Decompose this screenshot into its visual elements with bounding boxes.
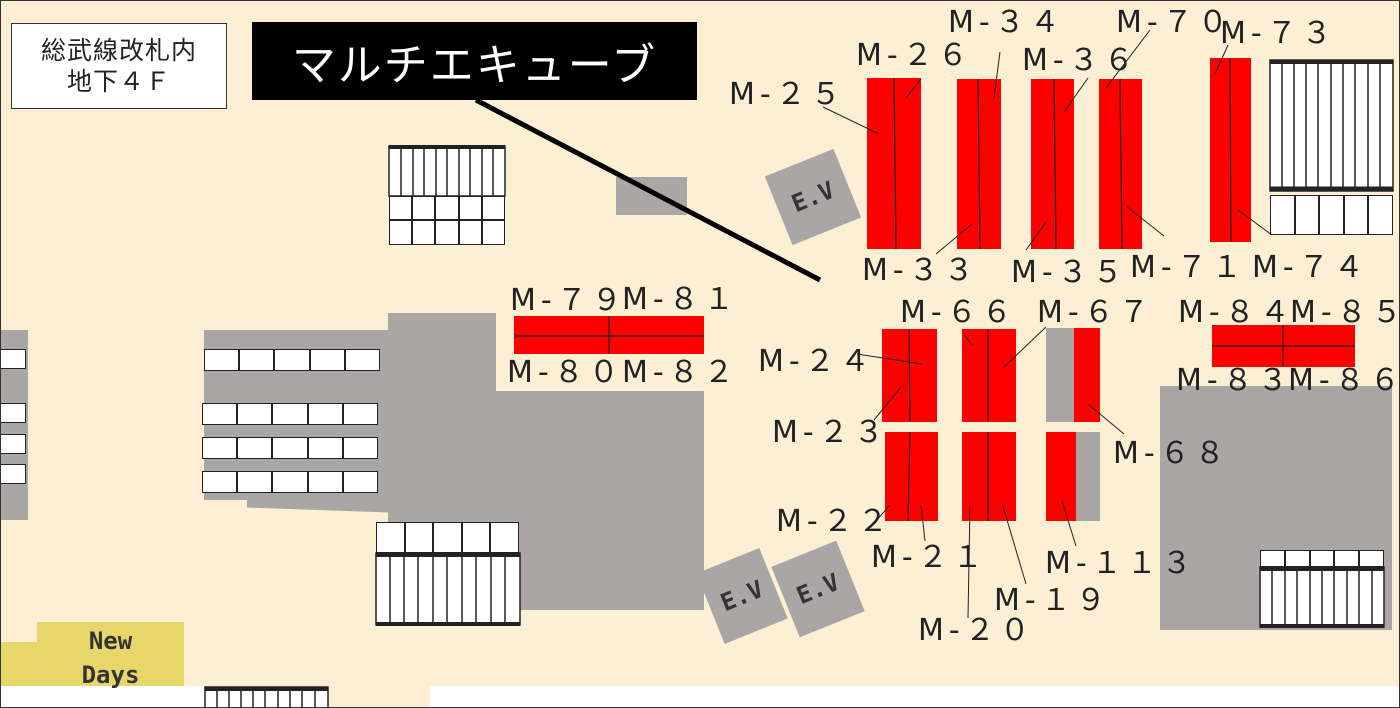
- label-m21: M-２１: [871, 540, 988, 575]
- label-m23: M-２３: [772, 415, 889, 450]
- locker-row: [389, 196, 506, 220]
- striped-locker-bank: [1259, 566, 1385, 628]
- label-m68: M-６８: [1113, 436, 1230, 471]
- label-m25: M-２５: [729, 77, 846, 112]
- label-m34: M-３４: [948, 5, 1065, 40]
- striped-locker-bank: [388, 145, 506, 197]
- location-label: 総武線改札内 地下４Ｆ: [11, 23, 227, 109]
- label-m22: M-２２: [776, 504, 893, 539]
- label-m80: M-８０: [507, 355, 624, 390]
- locker-row: [389, 220, 506, 245]
- newdays-line1: New: [88, 627, 133, 655]
- area-title: マルチエキューブ: [252, 22, 697, 100]
- spot-m19-m20[interactable]: [962, 432, 1016, 521]
- m68-block: [1046, 328, 1074, 422]
- label-m36: M-３６: [1022, 43, 1139, 78]
- label-m85: M-８５: [1290, 295, 1400, 330]
- label-m70: M-７０: [1116, 5, 1233, 40]
- label-m33: M-３３: [862, 253, 979, 288]
- title-pointer-line: [474, 97, 822, 283]
- gate-row: [202, 403, 379, 425]
- spot-dividers: [514, 57, 1355, 522]
- label-m73: M-７３: [1220, 16, 1337, 51]
- label-m81: M-８１: [622, 282, 739, 317]
- locker-row: [376, 522, 519, 553]
- label-m19: M-１９: [994, 583, 1111, 618]
- label-m79: M-７９: [510, 283, 627, 318]
- label-m24: M-２４: [758, 344, 875, 379]
- label-m84: M-８４: [1178, 295, 1295, 330]
- striped-locker-bank: [1269, 59, 1394, 192]
- location-label-line2: 地下４Ｆ: [66, 67, 171, 96]
- label-m20: M-２０: [918, 613, 1035, 648]
- label-m74: M-７４: [1252, 250, 1369, 285]
- label-m26: M-２６: [856, 38, 973, 73]
- newdays-label: New Days: [37, 624, 184, 692]
- locker-row: [1260, 550, 1384, 567]
- gate-row: [202, 471, 379, 493]
- label-m86: M-８６: [1288, 363, 1400, 398]
- m113-block: [1076, 432, 1100, 521]
- label-m35: M-３５: [1011, 255, 1128, 290]
- map-bottom-edge: [430, 686, 1400, 708]
- central-concourse-area: [388, 313, 496, 391]
- map-bottom-edge: [0, 686, 205, 708]
- locker-row: [1270, 195, 1393, 235]
- spot-m66-m67[interactable]: [962, 329, 1016, 422]
- label-m83: M-８３: [1176, 363, 1293, 398]
- location-label-line1: 総武線改札内: [40, 35, 197, 65]
- spot-m21-m22[interactable]: [885, 432, 938, 521]
- striped-locker-bank: [375, 552, 521, 626]
- label-m67: M-６７: [1037, 295, 1154, 330]
- label-m66: M-６６: [900, 295, 1017, 330]
- newdays-shop[interactable]: [37, 622, 184, 644]
- striped-locker-bank: [204, 686, 329, 708]
- leader-lines: [822, 29, 1273, 619]
- spot-m68[interactable]: [1074, 328, 1100, 422]
- newdays-shop[interactable]: [0, 642, 184, 686]
- label-m82: M-８２: [622, 355, 739, 390]
- gate-row: [204, 349, 381, 371]
- label-m71: M-７１: [1130, 250, 1247, 285]
- gate-row: [202, 437, 379, 459]
- spot-m113[interactable]: [1046, 432, 1076, 521]
- upper-block: [616, 177, 687, 215]
- label-m113: M-１１３: [1045, 546, 1197, 581]
- central-concourse-area: [520, 560, 704, 610]
- newdays-line2: Days: [81, 661, 140, 689]
